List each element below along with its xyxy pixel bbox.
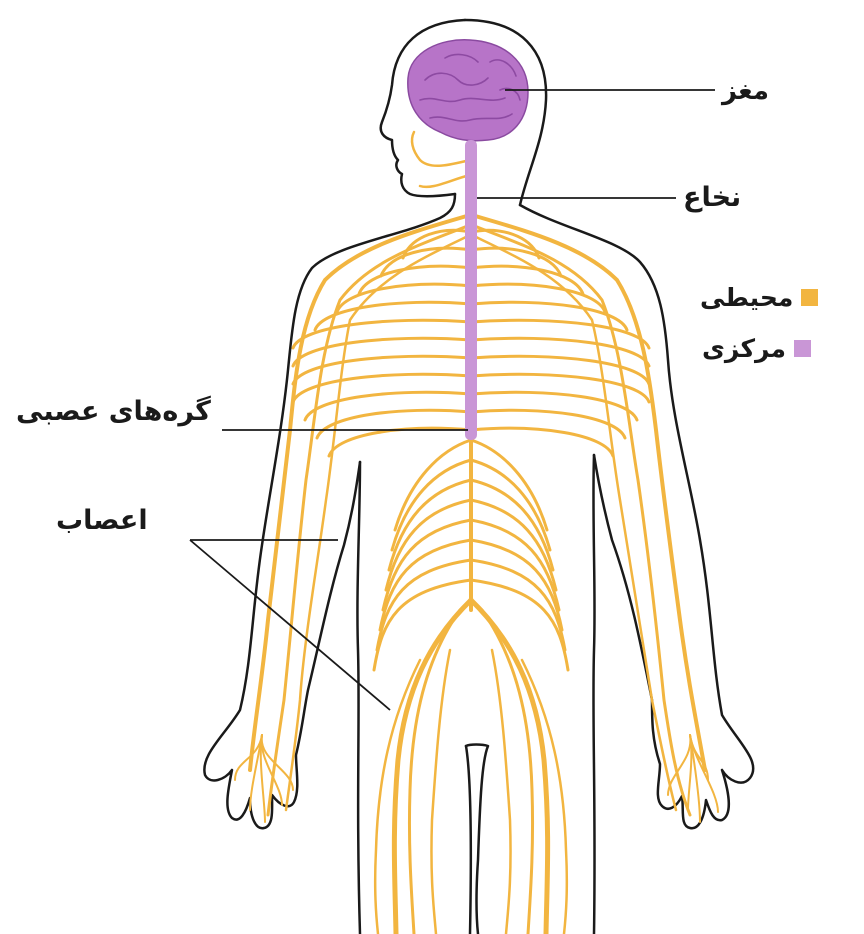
spinal-cord: [465, 140, 477, 440]
finger-nerve-right: [690, 735, 718, 812]
legend-label-central: مرکزی: [702, 334, 786, 363]
intercostal-nerve-left: [293, 338, 471, 366]
intercostal-nerve-right: [471, 410, 625, 438]
facial-nerve: [420, 175, 470, 187]
ganglia-label: گره‌های عصبی: [16, 398, 211, 425]
intercostal-nerve-left: [305, 392, 471, 420]
legend-swatch-peripheral: [801, 289, 818, 306]
legend-label-peripheral: محیطی: [700, 283, 793, 312]
legend-item-central: مرکزی: [702, 334, 811, 363]
spinal-cord-label: نخاع: [683, 184, 741, 211]
nerves-label: اعصاب: [56, 507, 148, 534]
legend-item-peripheral: محیطی: [700, 283, 818, 312]
intercostal-nerve-left: [317, 410, 471, 438]
leg-nerve-right: [492, 650, 511, 934]
brain-label: مغز: [722, 78, 769, 104]
intercostal-nerve-right: [471, 392, 637, 420]
leg-nerve-left: [431, 650, 450, 934]
intercostal-nerve-right: [471, 338, 649, 366]
legend-swatch-central: [794, 340, 811, 357]
nerves-leader-line-lower: [190, 540, 390, 710]
